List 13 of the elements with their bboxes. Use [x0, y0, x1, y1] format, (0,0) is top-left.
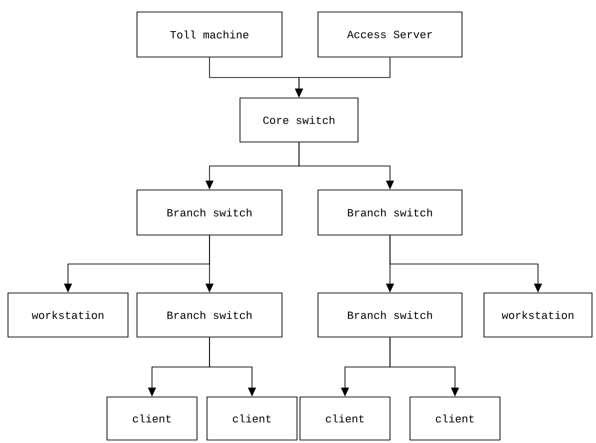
network-box: client — [300, 396, 390, 440]
network-box: client — [410, 396, 500, 440]
network-box: Branch switch — [318, 190, 462, 236]
network-box: Access Server — [318, 12, 462, 58]
network-box: Branch switch — [318, 292, 462, 338]
network-box: client — [206, 396, 298, 440]
network-box: workstation — [484, 292, 592, 338]
network-box: Branch switch — [136, 292, 282, 338]
network-box: Core switch — [240, 98, 358, 142]
network-box: client — [106, 396, 198, 440]
network-box: Branch switch — [136, 190, 282, 236]
network-box: workstation — [8, 292, 128, 338]
network-box: Toll machine — [136, 12, 282, 58]
